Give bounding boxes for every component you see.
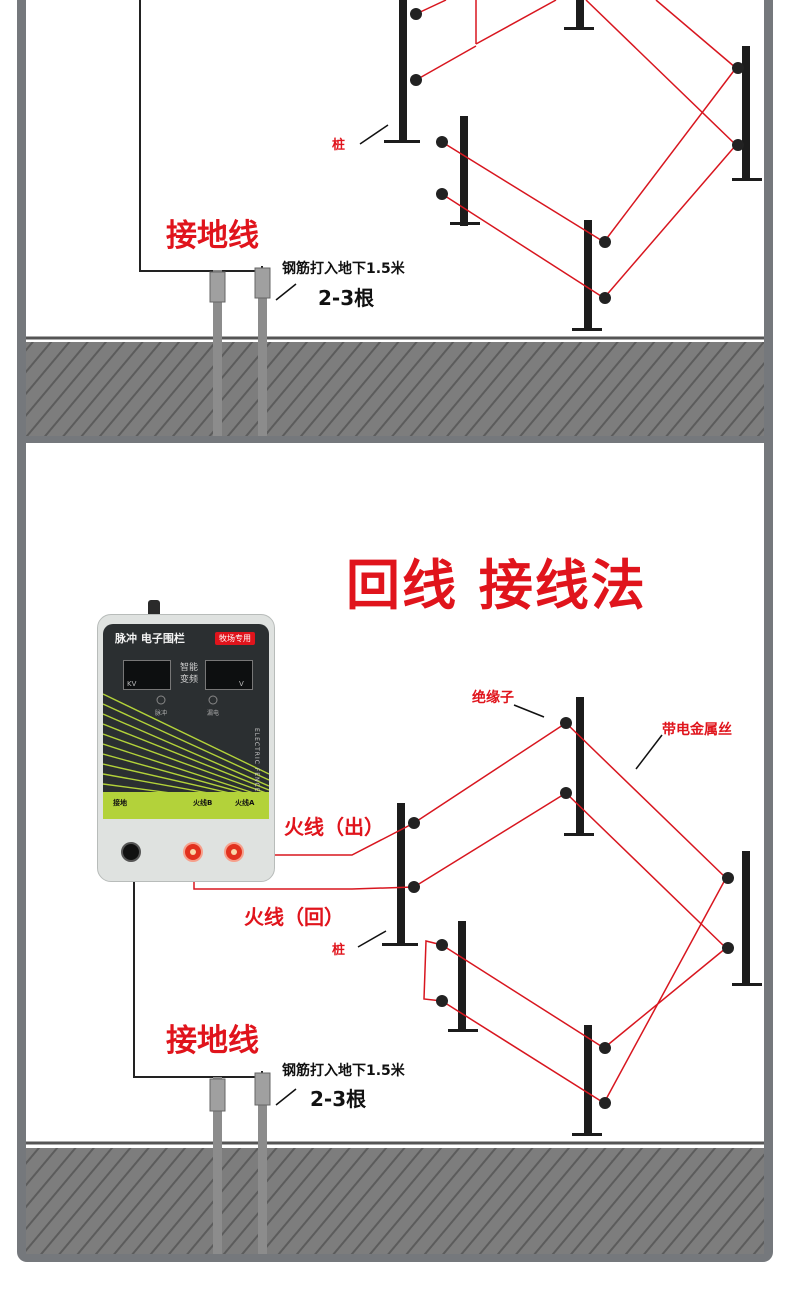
terminal-b-label: 火线B bbox=[193, 799, 213, 807]
live-back-label: 火线（回） bbox=[244, 905, 344, 929]
post-c bbox=[732, 46, 762, 181]
post-d bbox=[448, 921, 478, 1032]
arrow-post bbox=[357, 930, 387, 948]
terminal-label-bar bbox=[103, 792, 269, 819]
post-label: 桩 bbox=[332, 943, 346, 958]
post-label: 桩 bbox=[332, 138, 346, 153]
display-right-unit: V bbox=[239, 680, 244, 688]
post-c bbox=[732, 851, 762, 986]
post-b bbox=[564, 697, 594, 836]
terminal-ground bbox=[121, 842, 141, 862]
insulator-label: 绝缘子 bbox=[472, 690, 514, 706]
ground-wire-label: 接地线 bbox=[166, 218, 259, 254]
insulators bbox=[408, 717, 734, 1109]
device-terminals bbox=[121, 842, 244, 862]
indicator-pulse: 脉冲 bbox=[155, 710, 168, 717]
device-tag: 牧场专用 bbox=[215, 632, 255, 645]
ground-soil bbox=[26, 342, 764, 436]
panel-top-diagram: 接地线 钢筋打入地下1.5米 2-3根 桩 bbox=[26, 0, 764, 436]
device-side-text: ELECTRIC FENCE bbox=[253, 728, 260, 793]
arrow-rod bbox=[275, 1088, 297, 1106]
mode-label: 智能变频 bbox=[177, 662, 201, 686]
ground-rod-right bbox=[254, 1072, 271, 1254]
post-a bbox=[382, 803, 418, 946]
device-brand: 脉冲 电子围栏 bbox=[115, 632, 185, 645]
post-d bbox=[450, 116, 480, 226]
mode-line-2: 变频 bbox=[179, 675, 198, 685]
top-diagram-graphic bbox=[26, 0, 764, 436]
metal-wire-label: 带电金属丝 bbox=[662, 722, 732, 738]
terminal-ground-label: 接地 bbox=[113, 799, 127, 807]
post-a bbox=[384, 0, 420, 143]
display-left-unit: KV bbox=[127, 680, 137, 688]
rod-caption: 钢筋打入地下1.5米 bbox=[282, 261, 405, 277]
terminal-a-label: 火线A bbox=[235, 799, 255, 807]
page-title: 回线 接线法 bbox=[346, 554, 647, 617]
live-wires bbox=[415, 0, 737, 299]
ground-wire-label: 接地线 bbox=[166, 1023, 259, 1059]
display-left bbox=[123, 660, 171, 690]
rod-count: 2-3根 bbox=[310, 1087, 367, 1111]
ground-rod-right bbox=[254, 267, 271, 436]
insulators bbox=[410, 8, 744, 304]
arrow-post bbox=[359, 124, 389, 145]
rod-caption: 钢筋打入地下1.5米 bbox=[282, 1063, 405, 1079]
indicator-leak: 漏电 bbox=[207, 710, 220, 717]
arrow-metal-wire bbox=[635, 734, 663, 770]
rod-count: 2-3根 bbox=[318, 286, 375, 310]
live-out-label: 火线（出） bbox=[284, 815, 384, 839]
bottom-diagram-graphic bbox=[26, 697, 764, 1254]
ground-soil bbox=[26, 1148, 764, 1254]
display-right bbox=[205, 660, 253, 690]
arrow-insulator bbox=[513, 704, 545, 718]
electric-fence-energizer: 脉冲 电子围栏 牧场专用 KV 智能变频 V 脉冲 漏电 ELECTRIC FE… bbox=[97, 614, 275, 882]
ground-rod-left bbox=[209, 270, 226, 436]
mode-line-1: 智能 bbox=[179, 663, 198, 673]
ground-rod-left bbox=[209, 1077, 226, 1254]
post-e bbox=[572, 220, 602, 331]
device-front-panel: 脉冲 电子围栏 牧场专用 KV 智能变频 V 脉冲 漏电 ELECTRIC FE… bbox=[103, 624, 269, 819]
antenna-knob bbox=[148, 600, 160, 616]
post-b bbox=[564, 0, 594, 30]
post-e bbox=[572, 1025, 602, 1136]
arrow-rod bbox=[275, 283, 297, 301]
